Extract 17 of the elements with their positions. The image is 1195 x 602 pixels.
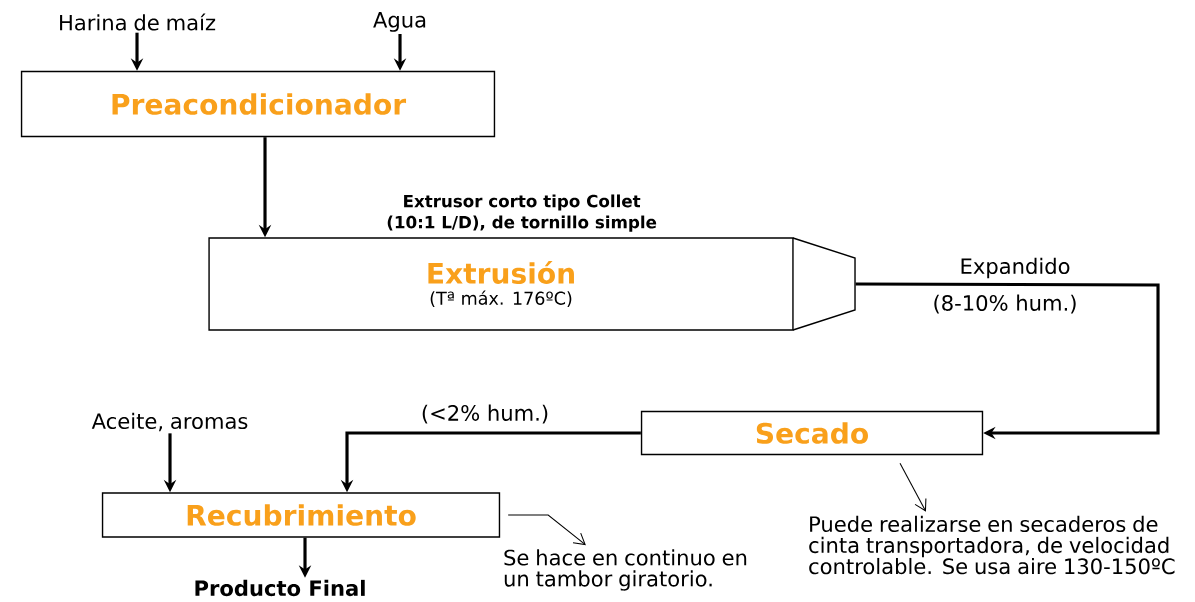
- leader-arrow: [899, 462, 927, 512]
- process-box: Secado: [640, 410, 984, 456]
- extruder-drawing: Extrusión (Tª máx. 176ºC): [208, 237, 856, 331]
- leader-arrow: [507, 514, 586, 546]
- box-caption: Extrusor corto tipo Collet (10:1 L/D), de tornillo simple: [387, 194, 657, 232]
- output-label: Producto Final: [195, 579, 365, 597]
- input-label: Aceite, aromas: [91, 412, 248, 432]
- flow-arrow: [855, 282, 1160, 440]
- process-box: Recubrimiento: [101, 492, 501, 538]
- edge-label: (<2% hum.): [422, 404, 548, 424]
- input-label: Agua: [373, 12, 426, 32]
- edge-label: Expandido: [961, 257, 1070, 279]
- flow-annotation: (8-10% hum.): [934, 294, 1076, 314]
- input-label: Harina de maíz: [60, 13, 216, 31]
- process-box: Preacondicionador: [20, 70, 496, 138]
- note-text: Se hace en continuo en un tambor giratorio.: [504, 549, 747, 591]
- note-text: Puede realizarse en secaderos de cinta transportadora, de velocidad controlable. Se usa aire 130-150ºC: [809, 515, 1175, 575]
